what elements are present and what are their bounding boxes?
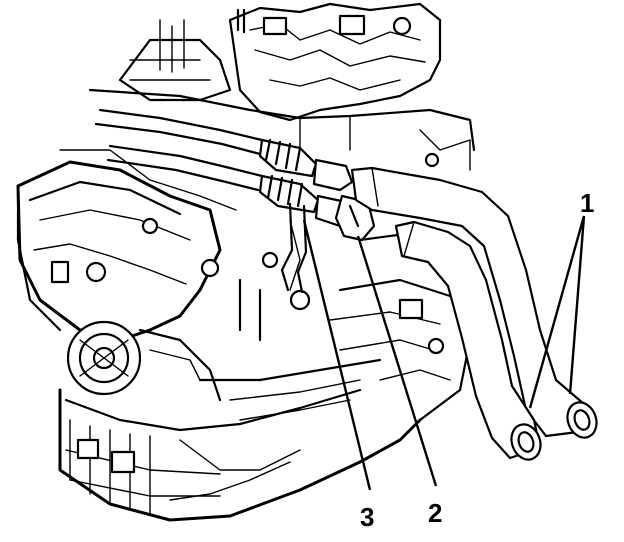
heater-hoses [350, 166, 598, 461]
leader-3 [302, 219, 372, 491]
callout-leaders [302, 215, 586, 491]
callout-labels: 1 2 3 [360, 188, 594, 532]
callout-3: 3 [360, 502, 374, 532]
oil-pan [58, 358, 422, 522]
callout-2: 2 [428, 498, 442, 528]
engine-block-front [16, 160, 222, 402]
leader-1b [568, 215, 586, 395]
leader-2 [356, 235, 438, 487]
callout-1: 1 [580, 188, 594, 218]
hose-quick-connectors [258, 138, 376, 294]
leader-1a [528, 215, 586, 409]
coolant-tubes [59, 108, 264, 211]
